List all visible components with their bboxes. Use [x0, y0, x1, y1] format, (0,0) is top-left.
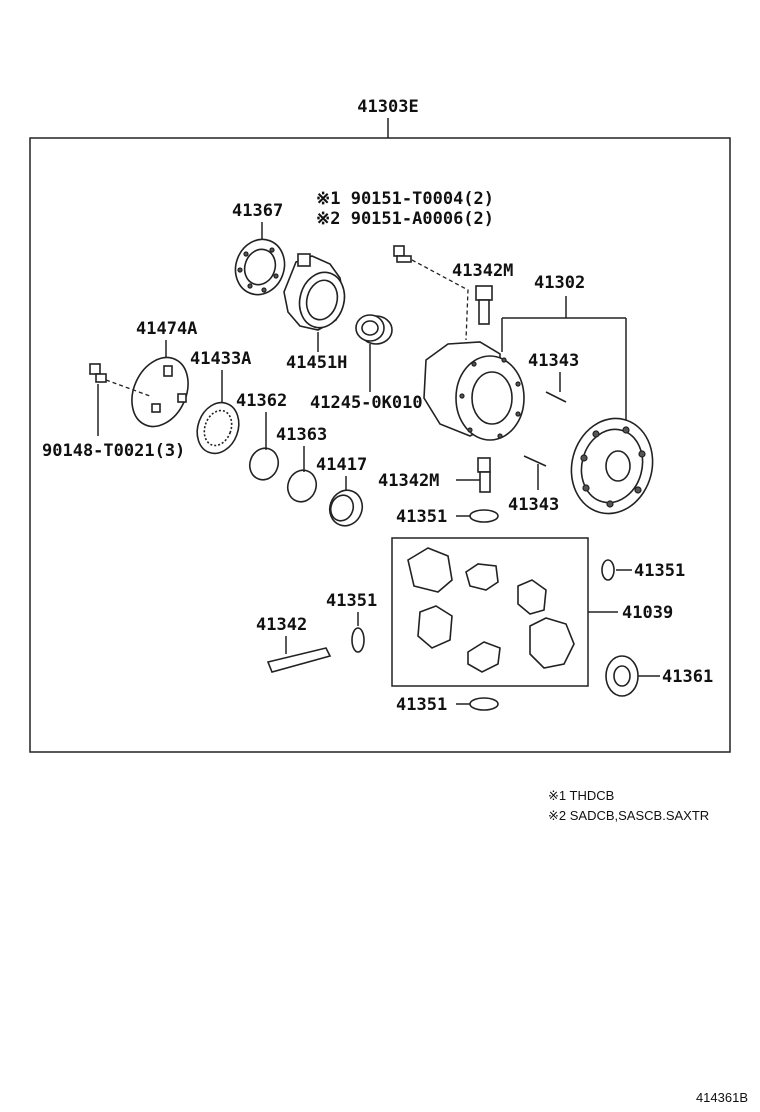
ring-41363-icon[interactable]	[283, 466, 320, 506]
bolt-left-dashed-line	[105, 379, 151, 397]
assembly-frame	[29, 137, 731, 753]
part-label-41245[interactable]: 41245-0K010	[310, 393, 423, 413]
part-label-41351-a[interactable]: 41351	[396, 507, 447, 527]
bearing-41245-icon[interactable]	[355, 314, 393, 345]
part-label-41367[interactable]: 41367	[232, 201, 283, 221]
pin-41342m-mid-icon[interactable]	[477, 457, 491, 493]
race-41417-icon[interactable]	[325, 486, 367, 531]
part-label-41351-c[interactable]: 41351	[326, 591, 377, 611]
figure-code: 414361B	[696, 1090, 748, 1105]
seal-plate-41367-icon[interactable]	[228, 232, 292, 301]
washer-41351-c-icon[interactable]	[351, 627, 365, 653]
part-label-41342m-mid[interactable]: 41342M	[378, 471, 439, 491]
bolt-icon-top[interactable]	[393, 245, 412, 263]
ring-gear-icon[interactable]	[561, 409, 663, 522]
part-label-41417[interactable]: 41417	[316, 455, 367, 475]
bolt-note-2[interactable]: ※2 90151-A0006(2)	[316, 209, 494, 229]
part-label-41451h[interactable]: 41451H	[286, 353, 347, 373]
pin-41342m-top-icon[interactable]	[475, 285, 493, 325]
part-label-41433a[interactable]: 41433A	[190, 349, 251, 369]
ring-41362-icon[interactable]	[245, 444, 282, 484]
part-label-41342m-top[interactable]: 41342M	[452, 261, 513, 281]
shaft-41342-icon[interactable]	[266, 647, 332, 673]
footnote-1: ※1 THDCB	[548, 788, 614, 803]
part-label-41343-top[interactable]: 41343	[528, 351, 579, 371]
washer-41351-a-icon[interactable]	[469, 509, 499, 523]
leader-41302-bracket	[501, 296, 627, 420]
assembly-number-label[interactable]: 41303E	[357, 97, 418, 117]
washer-41361-icon[interactable]	[605, 655, 639, 697]
part-label-41474a[interactable]: 41474A	[136, 319, 197, 339]
pin-41343-mid-icon[interactable]	[523, 455, 547, 467]
pin-41343-top-icon[interactable]	[545, 391, 567, 403]
plate-41474a-icon[interactable]	[121, 348, 199, 435]
bolt-note-1[interactable]: ※1 90151-T0004(2)	[316, 189, 494, 209]
bolt-icon-left[interactable]	[89, 363, 107, 383]
part-label-41363[interactable]: 41363	[276, 425, 327, 445]
part-label-41351-b[interactable]: 41351	[634, 561, 685, 581]
washer-41351-b-icon[interactable]	[601, 559, 615, 581]
part-label-41342[interactable]: 41342	[256, 615, 307, 635]
pinion-gears-icon[interactable]	[407, 547, 575, 673]
cover-41451h-icon[interactable]	[283, 253, 350, 333]
part-label-41039[interactable]: 41039	[622, 603, 673, 623]
part-label-41362[interactable]: 41362	[236, 391, 287, 411]
differential-case-41302-icon[interactable]	[423, 341, 525, 441]
bolt-top-dashed-line	[411, 259, 469, 341]
part-label-90148[interactable]: 90148-T0021(3)	[42, 441, 185, 461]
sensor-rotor-41433a-icon[interactable]	[190, 397, 245, 460]
part-label-41361[interactable]: 41361	[662, 667, 713, 687]
part-label-41343-mid[interactable]: 41343	[508, 495, 559, 515]
part-label-41302[interactable]: 41302	[534, 273, 585, 293]
part-label-41351-d[interactable]: 41351	[396, 695, 447, 715]
washer-41351-d-icon[interactable]	[469, 697, 499, 711]
footnote-2: ※2 SADCB,SASCB.SAXTR	[548, 808, 709, 823]
